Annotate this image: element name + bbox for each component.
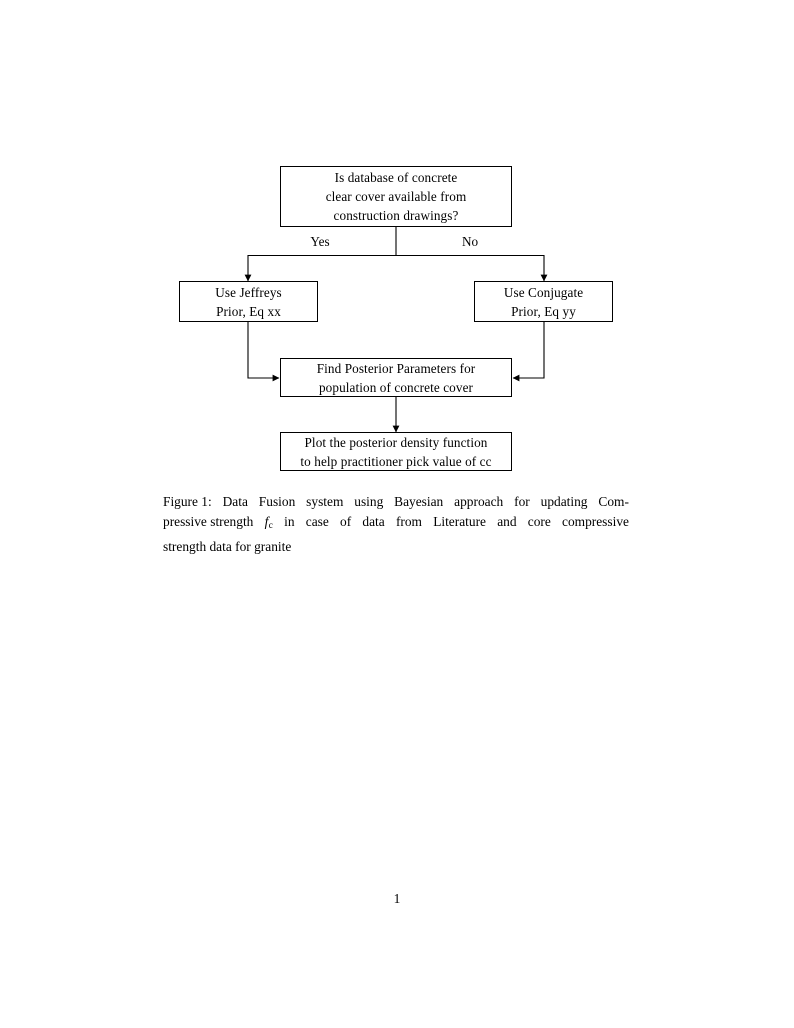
- caption-word: Com-: [598, 494, 629, 509]
- node-question-line-3: construction drawings?: [333, 208, 459, 223]
- node-conjugate-line-1: Use Conjugate: [503, 284, 584, 300]
- edge-label-yes: Yes: [310, 234, 330, 249]
- node-posterior-line-1: Find Posterior Parameters for: [316, 360, 476, 376]
- caption-word: of: [340, 514, 352, 530]
- caption-word: data: [362, 514, 385, 530]
- node-posterior-line-2: population of concrete cover: [318, 379, 474, 395]
- caption-word: Literature: [433, 514, 486, 530]
- node-conjugate-line-2: Prior, Eq yy: [511, 303, 576, 319]
- page-number: 1: [393, 891, 401, 906]
- node-question-line-2: clear cover available from: [325, 189, 467, 204]
- caption-line-1: Figure 1: Data Fusion system using Bayesian ap…: [163, 492, 629, 512]
- figure-caption: Figure 1: Data Fusion system using Bayesian ap…: [163, 492, 629, 557]
- caption-math-f: f: [264, 514, 269, 530]
- caption-word: using: [354, 494, 384, 509]
- edge-jeffreys-to-posterior: [247, 322, 280, 382]
- flowchart-node-posterior-parameters: Find Posterior Parameters for population…: [280, 358, 512, 397]
- node-plot-line-1: Plot the posterior density function: [304, 434, 488, 450]
- flowchart-node-conjugate-prior: Use Conjugate Prior, Eq yy: [474, 281, 613, 322]
- flowchart-node-jeffreys-prior: Use Jeffreys Prior, Eq xx: [179, 281, 318, 322]
- node-jeffreys-line-1: Use Jeffreys: [215, 284, 282, 300]
- caption-word: system: [306, 494, 344, 509]
- caption-word: and: [497, 514, 517, 530]
- caption-word: from: [395, 514, 422, 530]
- caption-word: in: [284, 514, 295, 530]
- edge-conjugate-to-posterior: [512, 322, 545, 382]
- caption-word: Bayesian: [394, 494, 444, 509]
- figure-flowchart: Is database of concrete clear cover avai…: [0, 0, 794, 480]
- caption-math-fc: fc: [265, 512, 273, 536]
- flowchart-connectors: [244, 227, 548, 433]
- caption-line-3: strength data for granite: [163, 538, 292, 554]
- edge-label-no: No: [461, 234, 479, 249]
- flowchart-node-question: Is database of concrete clear cover avai…: [280, 166, 512, 227]
- caption-word: Data: [222, 494, 248, 509]
- caption-word: approach: [454, 494, 504, 509]
- caption-figure-number: Figure 1:: [163, 494, 212, 509]
- caption-word: Fusion: [258, 494, 296, 509]
- caption-math-subscript: c: [268, 520, 273, 532]
- node-jeffreys-line-2: Prior, Eq xx: [216, 303, 281, 319]
- node-plot-line-2: to help practitioner pick value of cc: [300, 453, 492, 469]
- node-question-line-1: Is database of concrete: [334, 170, 458, 185]
- caption-word: updating: [540, 494, 588, 509]
- caption-word: for: [514, 494, 530, 509]
- caption-word: case: [305, 514, 329, 530]
- caption-word: compressive: [562, 514, 629, 530]
- flowchart-node-plot-density: Plot the posterior density function to h…: [280, 432, 512, 471]
- caption-word: core: [527, 514, 551, 530]
- caption-text: pressive strength: [163, 514, 254, 530]
